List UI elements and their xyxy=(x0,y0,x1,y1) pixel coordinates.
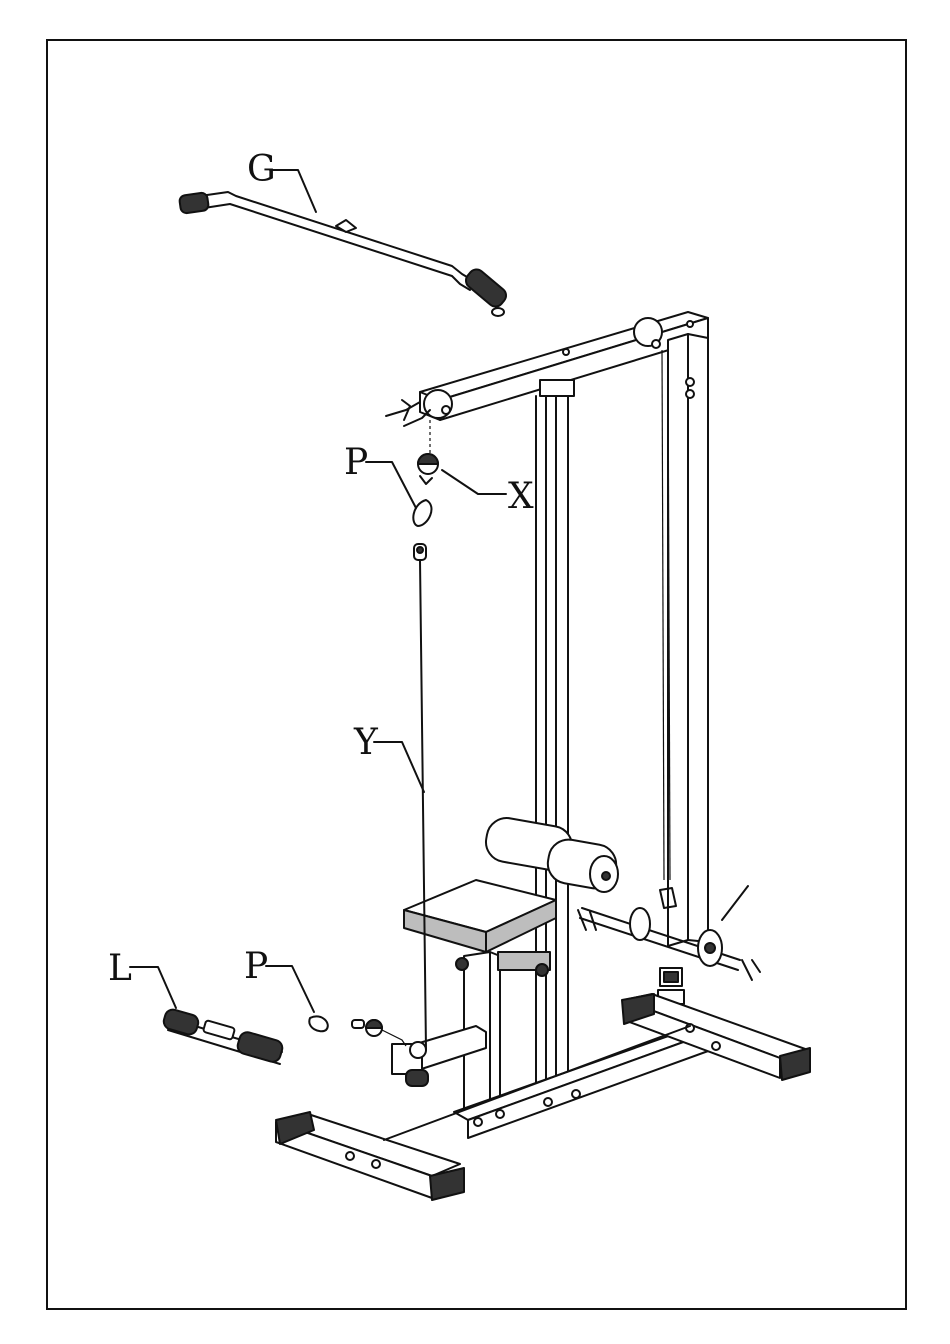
label-x: X xyxy=(508,476,534,517)
cable xyxy=(414,544,426,1050)
ball-stop-bottom xyxy=(352,1020,406,1046)
label-p-top: P xyxy=(344,442,368,483)
leader-x xyxy=(442,470,506,494)
label-g: G xyxy=(247,149,276,190)
leader-unlabeled xyxy=(722,886,748,920)
short-handle xyxy=(162,1008,284,1064)
carabiner-bottom xyxy=(309,1016,328,1031)
lat-bar xyxy=(179,192,509,316)
leader-g xyxy=(270,170,316,212)
label-y: Y xyxy=(353,722,379,763)
cable-end-top xyxy=(418,420,438,484)
leader-p-top xyxy=(366,462,416,508)
label-p-bottom: P xyxy=(244,946,268,987)
leader-l xyxy=(130,967,176,1008)
leader-p-bottom xyxy=(266,966,314,1012)
carabiner-top xyxy=(413,500,431,526)
label-l: L xyxy=(108,948,132,989)
leader-y xyxy=(374,742,424,792)
